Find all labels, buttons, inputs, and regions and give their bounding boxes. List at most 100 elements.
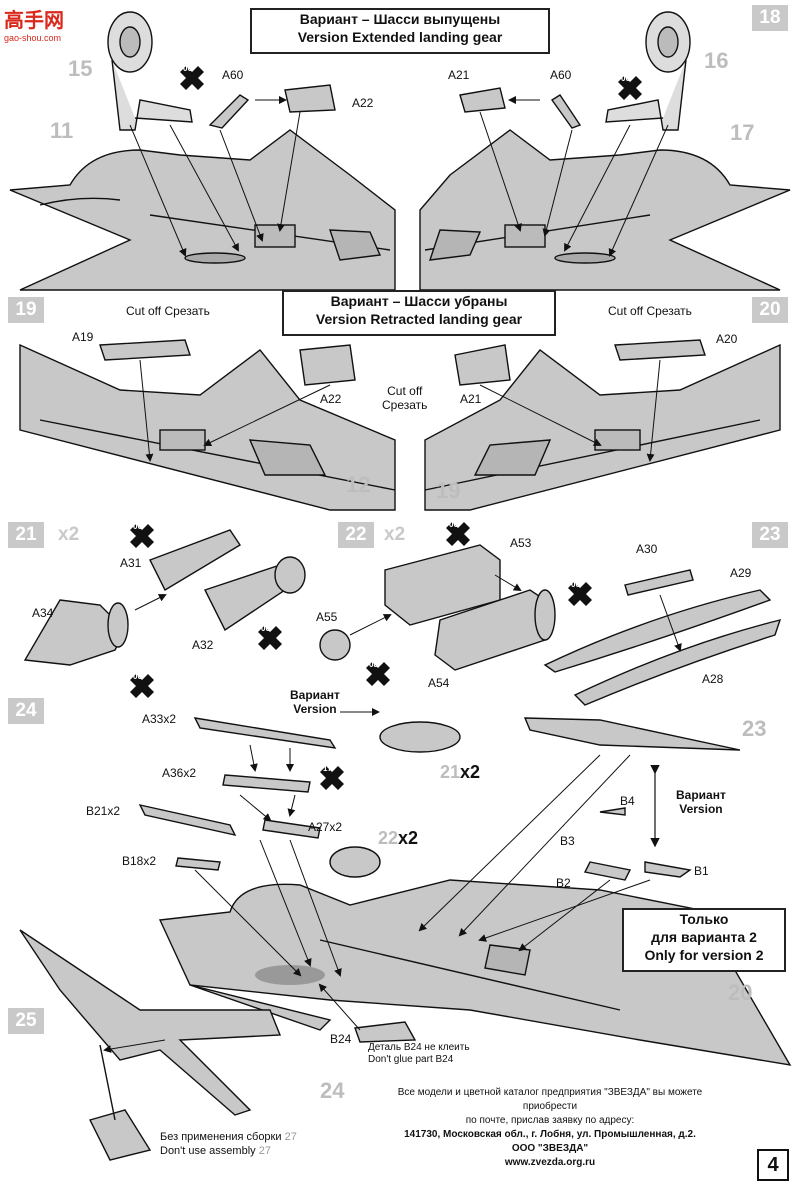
variant-23-ru: Вариант (676, 788, 726, 802)
part-B2: B2 (556, 876, 571, 890)
cut-off-left-en: Cut off (126, 304, 162, 318)
part-A20: A20 (716, 332, 738, 346)
badge-06-e: 06 (133, 672, 142, 681)
badge-06-f: 06 (449, 520, 458, 529)
part-B24: B24 (330, 1032, 352, 1046)
only-v2-line3: Only for version 2 (644, 947, 764, 963)
logo-url: gao-shou.com (4, 33, 62, 43)
no-assembly-ru-num: 27 (284, 1131, 297, 1143)
part-A21-mid: A21 (460, 392, 482, 406)
logo-text: 高手网 (4, 10, 64, 32)
only-v2-line1: Только (679, 911, 729, 927)
no-assembly-en-num: 27 (258, 1145, 271, 1157)
cut-off-right-ru: Срезать (646, 304, 692, 318)
part-A54: A54 (428, 676, 450, 690)
footer-text: Все модели и цветной каталог предприятия… (380, 1086, 720, 1170)
page-number-box (757, 1149, 789, 1181)
no-assembly-ru: Без применения сборки 27 (160, 1130, 297, 1144)
step23-parts (543, 569, 782, 706)
cut-off-center: Cut off Срезать (382, 384, 427, 412)
step24-weapons (138, 717, 741, 1043)
ref-21x2-num: 21 (440, 762, 461, 782)
part-A29: A29 (730, 566, 752, 580)
ref-23: 23 (742, 716, 767, 741)
cut-off-center-en: Cut off (387, 384, 423, 398)
part-A33x2: A33x2 (142, 712, 177, 726)
aircraft-top-right (419, 129, 791, 291)
footer-line4: ООО "ЗВЕЗДА" (511, 1143, 589, 1154)
footer-line5: www.zvezda.org.ru (504, 1157, 596, 1168)
ref-22x2-num: 22 (378, 828, 399, 848)
part-A55: A55 (316, 610, 338, 624)
part-A31: A31 (120, 556, 142, 570)
part-A22-top: A22 (352, 96, 374, 110)
badge-06-c: 06 (133, 522, 142, 531)
step-24: 24 (8, 698, 44, 724)
part-A27x2: A27x2 (308, 820, 343, 834)
ref-24: 24 (320, 1078, 345, 1103)
badge-17: 17 (323, 764, 332, 773)
ref-15: 15 (68, 56, 93, 81)
gear-doors-top (208, 84, 582, 129)
only-v2-line2: для варианта 2 (651, 929, 757, 945)
ref-11: 11 (50, 118, 74, 143)
landing-gear-left (107, 11, 193, 131)
cut-off-right-en: Cut off (608, 304, 644, 318)
part-A36x2: A36x2 (162, 766, 197, 780)
step21-parts (23, 529, 306, 666)
b24-note: Деталь B24 не клеить Don't glue part B24 (368, 1042, 470, 1066)
step22-parts (319, 544, 556, 671)
no-assembly-en-text: Don't use assembly (160, 1145, 259, 1157)
badges (130, 66, 642, 790)
aircraft-mid-right (424, 343, 781, 511)
ref-22x2-mult: x2 (398, 828, 419, 848)
retracted-gear-en: Version Retracted landing gear (315, 311, 523, 327)
part-A21-top: A21 (448, 68, 470, 82)
badge-06-g: 06 (571, 580, 580, 589)
step-19: 19 (8, 297, 44, 323)
footer-line2: по почте, прислав заявку по адресу: (465, 1115, 635, 1126)
step-18: 18 (752, 5, 788, 31)
part-A60-right: A60 (550, 68, 572, 82)
ref-20: 20 (728, 980, 753, 1005)
ref-21x2-mult: x2 (460, 762, 481, 782)
part-A30: A30 (636, 542, 658, 556)
variant-24-ru: Вариант (290, 688, 340, 702)
extended-gear-box: Вариант – Шасси выпущены Version Extende… (250, 8, 550, 54)
gear-doors-mid (99, 339, 706, 386)
part-A60-left: A60 (222, 68, 244, 82)
only-version2-box: Только для варианта 2 Only for version 2 (622, 908, 786, 972)
part-B1: B1 (694, 864, 709, 878)
step-23: 23 (752, 522, 788, 548)
ref-17: 17 (730, 120, 755, 145)
page-number: 4 (767, 1154, 779, 1176)
part-B18x2: B18x2 (122, 854, 157, 868)
ref-16: 16 (704, 48, 729, 73)
footer-line3: 141730, Московская обл., г. Лобня, ул. П… (404, 1129, 696, 1140)
cut-off-left-ru: Срезать (164, 304, 210, 318)
cut-off-right: Cut off Срезать (608, 304, 692, 318)
variant-label-24: Вариант Version (290, 688, 340, 716)
aircraft-top-left (9, 129, 396, 291)
part-A28: A28 (702, 672, 724, 686)
cut-off-left: Cut off Срезать (126, 304, 210, 318)
part-A22-mid: A22 (320, 392, 342, 406)
step-22-mult: x2 (384, 524, 406, 545)
extended-gear-en: Version Extended landing gear (297, 29, 503, 45)
part-B21x2: B21x2 (86, 804, 121, 818)
no-assembly-en: Don't use assembly 27 (160, 1144, 297, 1158)
badge-06-d: 06 (261, 624, 270, 633)
part-A32: A32 (192, 638, 214, 652)
variant-24-en: Version (293, 702, 337, 716)
badge-06-b: 06 (621, 74, 630, 83)
footer-line1: Все модели и цветной каталог предприятия… (397, 1087, 703, 1112)
ref-22x2: 22x2 (378, 828, 418, 849)
b24-note-ru: Деталь B24 не клеить (368, 1042, 470, 1053)
part-A34: A34 (32, 606, 54, 620)
step-21-mult: x2 (58, 524, 80, 545)
b24-note-en: Don't glue part B24 (368, 1054, 454, 1065)
badge-08: 08 (369, 660, 378, 669)
landing-gear-right (605, 11, 691, 131)
part-A53: A53 (510, 536, 532, 550)
